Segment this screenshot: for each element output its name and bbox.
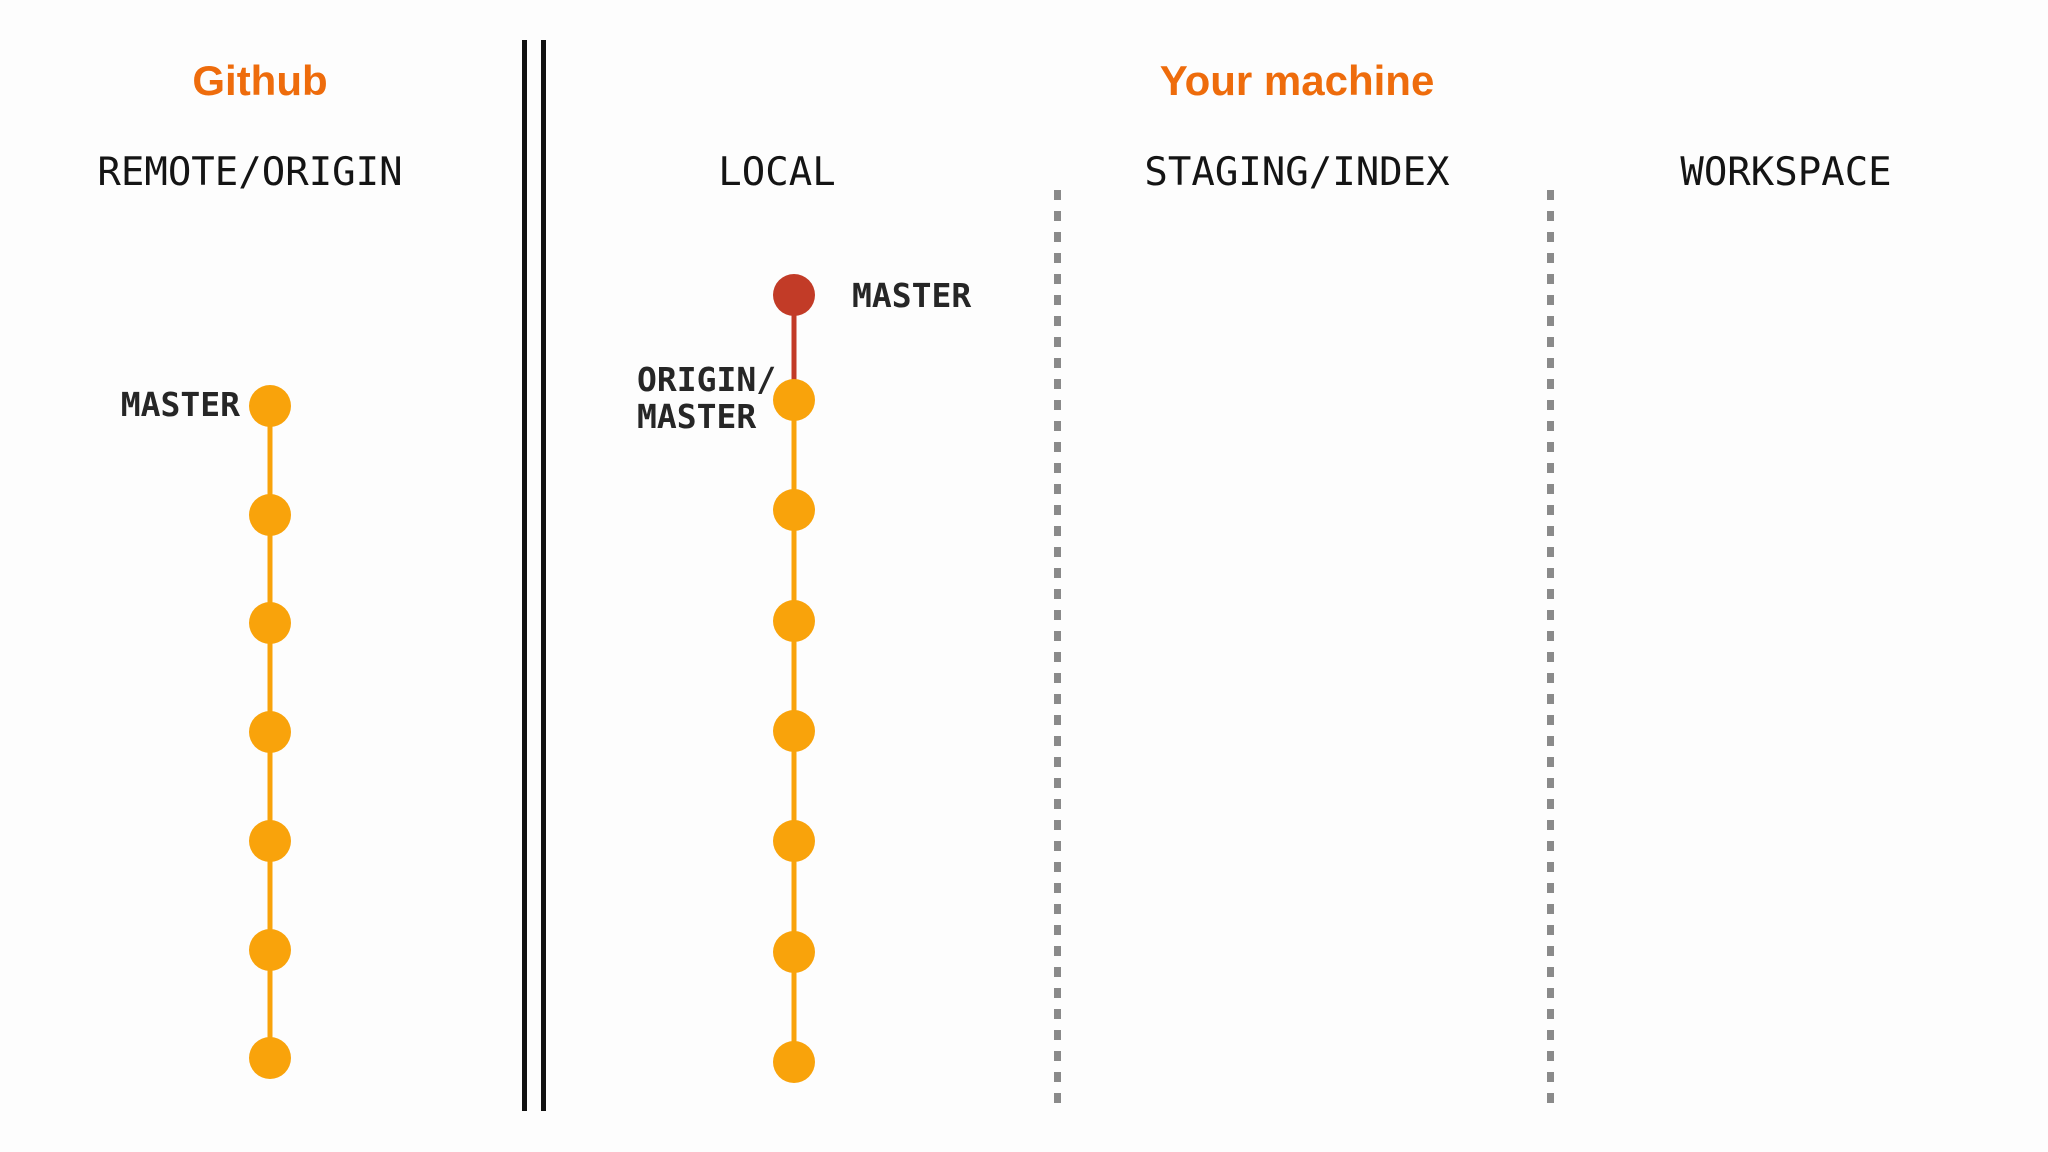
tracking-label-line-2: MASTER (637, 397, 757, 436)
github-section-title: Github (192, 57, 328, 104)
local-head-link-line (791, 295, 797, 400)
machine-boundary-double-divider (522, 40, 546, 1111)
remote-commit-dot (249, 820, 291, 862)
staging-workspace-dashed-divider (1547, 190, 1554, 1111)
local-head-commit-dot (773, 274, 815, 316)
local-master-head-label: MASTER (852, 276, 972, 315)
local-commit-dot (773, 489, 815, 531)
remote-commit-dot (249, 929, 291, 971)
remote-commit-dot (249, 602, 291, 644)
local-commit-dot (773, 820, 815, 862)
local-origin-master-tracking-label: ORIGIN/MASTER (637, 361, 776, 435)
local-column-header: LOCAL (718, 150, 836, 195)
remote-commit-dot (249, 494, 291, 536)
local-commit-dot (773, 1041, 815, 1083)
local-commit-dot (773, 379, 815, 421)
local-commit-dot (773, 931, 815, 973)
remote-commit-dot (249, 1037, 291, 1079)
remote-commit-dot (249, 385, 291, 427)
tracking-label-line-1: ORIGIN/ (637, 360, 777, 399)
remote-commit-dot (249, 711, 291, 753)
staging-index-column-header: STAGING/INDEX (1144, 150, 1450, 195)
local-staging-dashed-divider (1054, 190, 1061, 1111)
remote-origin-column-header: REMOTE/ORIGIN (97, 150, 403, 195)
your-machine-section-title: Your machine (1159, 57, 1435, 104)
remote-master-branch-label: MASTER (120, 385, 240, 424)
workspace-column-header: WORKSPACE (1680, 150, 1892, 195)
local-commit-dot (773, 600, 815, 642)
local-commit-dot (773, 710, 815, 752)
